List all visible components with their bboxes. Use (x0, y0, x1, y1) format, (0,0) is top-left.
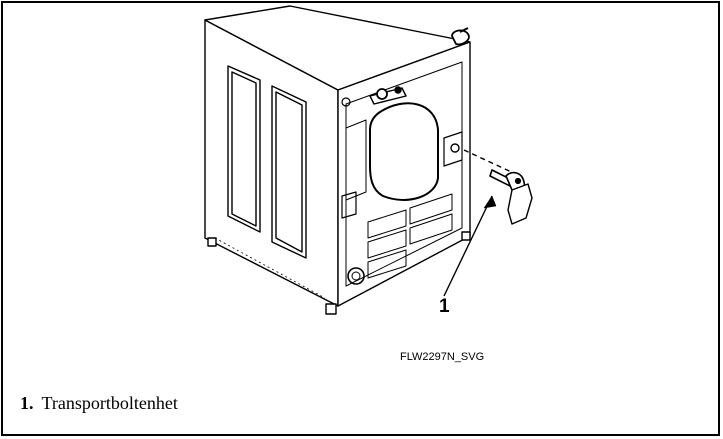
callout-number: 1 (439, 296, 450, 317)
figure-id: FLW2297N_SVG (400, 351, 485, 363)
legend-item: 1. Transportboltenhet (20, 393, 178, 414)
legend-item-number: 1. (20, 393, 34, 413)
legend-item-text: Transportboltenhet (41, 393, 178, 413)
